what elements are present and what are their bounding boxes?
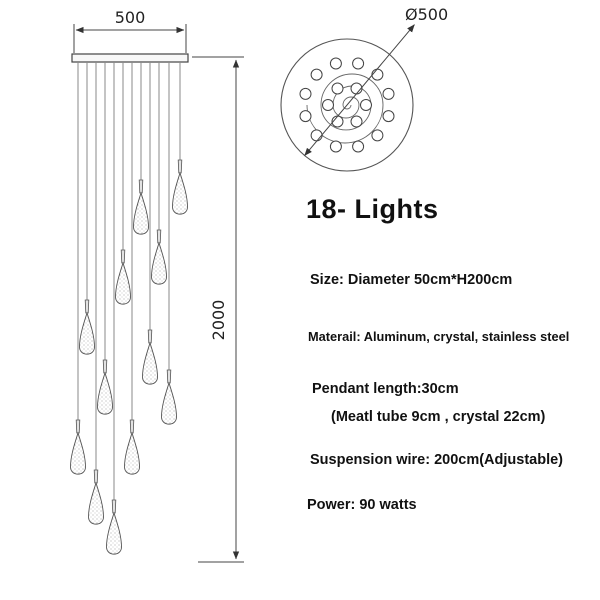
pendant-drop [142, 329, 158, 385]
spec-pendant-length: Pendant length:30cm [312, 381, 459, 397]
diameter-leader-line [304, 24, 415, 156]
width-dimension-label: 500 [115, 8, 146, 27]
lamp-circle [329, 57, 342, 70]
pendant-drop [97, 359, 113, 415]
ceiling-canopy [71, 53, 189, 63]
lamp-circle [371, 68, 384, 81]
lamp-circle [329, 140, 342, 153]
lamp-circle [331, 82, 344, 95]
height-dimension-label: 2000 [209, 300, 228, 341]
lamp-circle [371, 129, 384, 142]
pendant-drop [70, 419, 86, 475]
diameter-dimension-label: Ø500 [405, 5, 448, 24]
lamp-circle [352, 57, 365, 70]
spec-power: Power: 90 watts [307, 497, 417, 513]
front-view: 500 [70, 8, 244, 563]
pendant-drop [133, 179, 149, 235]
pendant-drop [172, 159, 188, 215]
lamp-circle [382, 110, 395, 123]
product-title: 18- Lights [306, 194, 439, 224]
top-view: Ø500 [280, 5, 448, 172]
width-dimension [73, 24, 187, 53]
pendant-drop [161, 369, 177, 425]
lamp-circle [322, 99, 334, 111]
crystal-pendants [70, 159, 188, 555]
spec-pendant-detail: (Meatl tube 9cm , crystal 22cm) [331, 409, 546, 425]
lamp-circle [360, 99, 372, 111]
spec-material: Materail: Aluminum, crystal, stainless s… [308, 329, 570, 344]
lamp-circle [310, 68, 323, 81]
pendant-drop [106, 499, 122, 555]
spec-suspension-wire: Suspension wire: 200cm(Adjustable) [310, 452, 564, 468]
pendant-drop [115, 249, 131, 305]
spec-size: Size: Diameter 50cm*H200cm [310, 272, 513, 288]
pendant-drop [79, 299, 95, 355]
lamp-circle [382, 87, 395, 100]
lamp-circle [310, 129, 323, 142]
lamp-circle [350, 115, 363, 128]
pendant-drop [124, 419, 140, 475]
height-dimension [192, 56, 244, 563]
pendant-drop [151, 229, 167, 285]
suspension-wires [77, 62, 181, 500]
lamp-circle [299, 87, 312, 100]
lamp-circle [299, 110, 312, 123]
pendant-drop [88, 469, 104, 525]
lamp-circle [352, 140, 365, 153]
